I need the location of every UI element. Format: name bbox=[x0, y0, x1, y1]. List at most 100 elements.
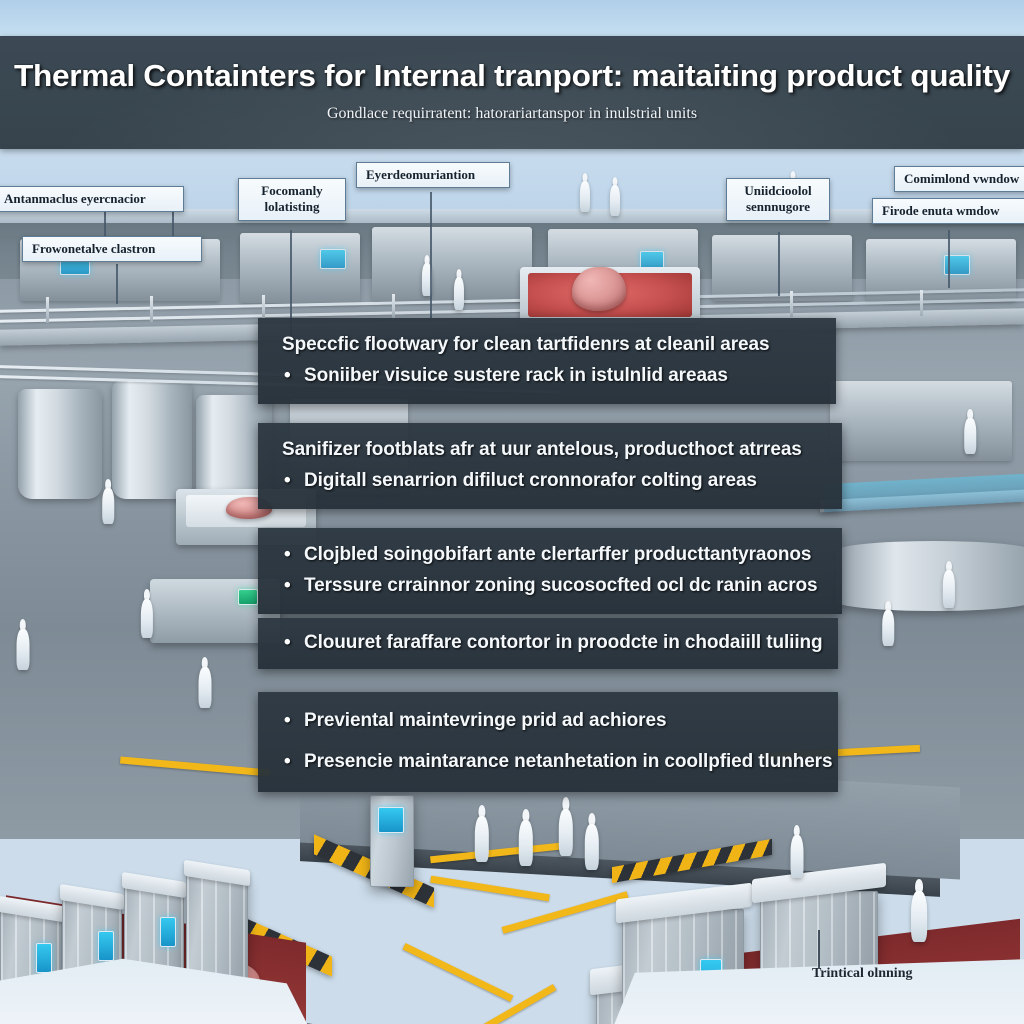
worker-body bbox=[474, 816, 490, 863]
overlay-sanitizer-footbaths: Sanifizer footblats afr at uur antelous,… bbox=[258, 423, 842, 509]
callout-leader-line bbox=[778, 232, 780, 296]
worker-figure bbox=[608, 177, 622, 216]
worker-head bbox=[588, 813, 596, 827]
container-temperature-display bbox=[98, 931, 114, 961]
control-panel-screen bbox=[944, 255, 970, 275]
worker-body bbox=[584, 824, 600, 871]
worker-figure bbox=[100, 479, 116, 524]
worker-body bbox=[790, 835, 804, 879]
worker-body bbox=[964, 417, 976, 454]
callout-hygiene-documentation[interactable]: Eyerdeomuriantion bbox=[356, 162, 510, 189]
worker-figure bbox=[582, 813, 602, 871]
callout-label: Antanmaclus eyercnacior bbox=[4, 191, 146, 206]
worker-head bbox=[582, 173, 588, 183]
container-temperature-display bbox=[36, 943, 52, 973]
control-panel-screen bbox=[320, 249, 346, 269]
traffic-route-line bbox=[402, 943, 514, 1002]
worker-head bbox=[790, 171, 796, 181]
worker-head bbox=[967, 409, 973, 420]
overlay-line: Clouuret faraffare contortor in proodcte… bbox=[282, 628, 823, 659]
callout-fixed-route-window[interactable]: Firode enuta wmdow bbox=[872, 198, 1024, 225]
callout-label: Uniidcioolol sennnugore bbox=[744, 183, 812, 215]
railing-post bbox=[46, 297, 49, 323]
worker-figure bbox=[516, 809, 536, 867]
railing-post bbox=[790, 291, 793, 317]
railing-post bbox=[262, 295, 265, 321]
process-tank bbox=[112, 381, 192, 499]
callout-label: Frowonetalve clastron bbox=[32, 241, 156, 256]
process-tank bbox=[18, 389, 102, 499]
horizontal-pressure-vessel bbox=[836, 541, 1024, 611]
worker-figure bbox=[196, 657, 214, 708]
equipment-module bbox=[372, 227, 532, 301]
worker-figure bbox=[788, 825, 806, 879]
worker-head bbox=[143, 589, 150, 601]
worker-figure bbox=[556, 797, 576, 857]
worker-figure bbox=[472, 805, 492, 863]
callout-preventive-selection[interactable]: Frowonetalve clastron bbox=[22, 236, 202, 263]
railing-post bbox=[920, 290, 923, 316]
callout-leader-line bbox=[172, 212, 174, 244]
callout-leader-line bbox=[948, 230, 950, 288]
bottom-callout-label: Trintical olnning bbox=[812, 966, 913, 981]
worker-body bbox=[421, 263, 433, 296]
traffic-route-line bbox=[457, 983, 557, 1024]
worker-body bbox=[453, 277, 465, 310]
worker-figure bbox=[962, 409, 978, 454]
worker-head bbox=[201, 657, 209, 669]
worker-body bbox=[609, 184, 621, 216]
worker-body bbox=[579, 180, 591, 212]
callout-leader-line bbox=[116, 264, 118, 304]
equipment-module bbox=[712, 235, 852, 301]
worker-figure bbox=[578, 173, 592, 212]
overlay-line: Clojbled soingobifart ante clertarffer p… bbox=[282, 540, 820, 571]
worker-head bbox=[522, 809, 530, 823]
traffic-route-line bbox=[430, 875, 550, 902]
bottom-callout-internal-cleaning[interactable]: Trintical olnning bbox=[812, 966, 912, 982]
worker-body bbox=[16, 629, 30, 670]
callout-label: Comimlond vwndow bbox=[904, 171, 1020, 186]
equipment-module bbox=[830, 381, 1012, 461]
worker-figure bbox=[452, 269, 466, 310]
worker-figure bbox=[138, 589, 155, 638]
overlay-line: Sanifizer footblats afr at uur antelous,… bbox=[282, 439, 802, 460]
worker-body bbox=[140, 598, 153, 638]
bottom-callout-leader-line bbox=[818, 930, 820, 968]
worker-figure bbox=[880, 601, 896, 646]
traffic-route-line bbox=[501, 891, 629, 934]
worker-body bbox=[911, 891, 927, 943]
worker-figure bbox=[14, 619, 32, 670]
callout-leader-line bbox=[430, 192, 432, 318]
worker-body bbox=[102, 487, 114, 524]
page-title: Thermal Containters for Internal tranpor… bbox=[13, 58, 1011, 93]
worker-body bbox=[198, 667, 212, 708]
railing-post bbox=[392, 294, 395, 320]
overlay-line: Speccfic flootwary for clean tartfidenrs… bbox=[282, 334, 770, 355]
worker-head bbox=[612, 177, 618, 187]
callout-anomalous-operation[interactable]: Antanmaclus eyercnacior bbox=[0, 186, 184, 213]
container-temperature-display bbox=[160, 917, 176, 947]
worker-body bbox=[942, 570, 955, 608]
worker-head bbox=[456, 269, 462, 279]
worker-figure bbox=[908, 879, 930, 943]
worker-body bbox=[518, 820, 534, 867]
callout-unidirectional-routing[interactable]: Uniidcioolol sennnugore bbox=[726, 178, 830, 221]
worker-head bbox=[885, 601, 891, 612]
worker-head bbox=[19, 619, 27, 631]
overlay-preventive-maintenance: Previental maintevringe prid ad achiores… bbox=[258, 692, 838, 792]
overlay-closed-transfer-zoning: Clojbled soingobifart ante clertarffer p… bbox=[258, 528, 842, 614]
worker-body bbox=[558, 808, 574, 857]
top-sky-strip bbox=[0, 0, 1024, 36]
callout-label: Focomanly lolatisting bbox=[261, 183, 323, 215]
worker-head bbox=[915, 879, 923, 894]
callout-frequency-labelling[interactable]: Focomanly lolatisting bbox=[238, 178, 346, 221]
worker-head bbox=[562, 797, 570, 811]
worker-head bbox=[945, 561, 952, 573]
overlay-line: Soniiber visuice sustere rack in istulnl… bbox=[282, 361, 814, 392]
callout-label: Eyerdeomuriantion bbox=[366, 167, 476, 182]
callout-combined-window[interactable]: Comimlond vwndow bbox=[894, 166, 1024, 193]
overlay-line: Previental maintevringe prid ad achiores bbox=[282, 706, 816, 737]
overlay-line: Presencie maintarance netanhetation in c… bbox=[282, 747, 833, 778]
sanitizer-station-display bbox=[378, 807, 404, 833]
